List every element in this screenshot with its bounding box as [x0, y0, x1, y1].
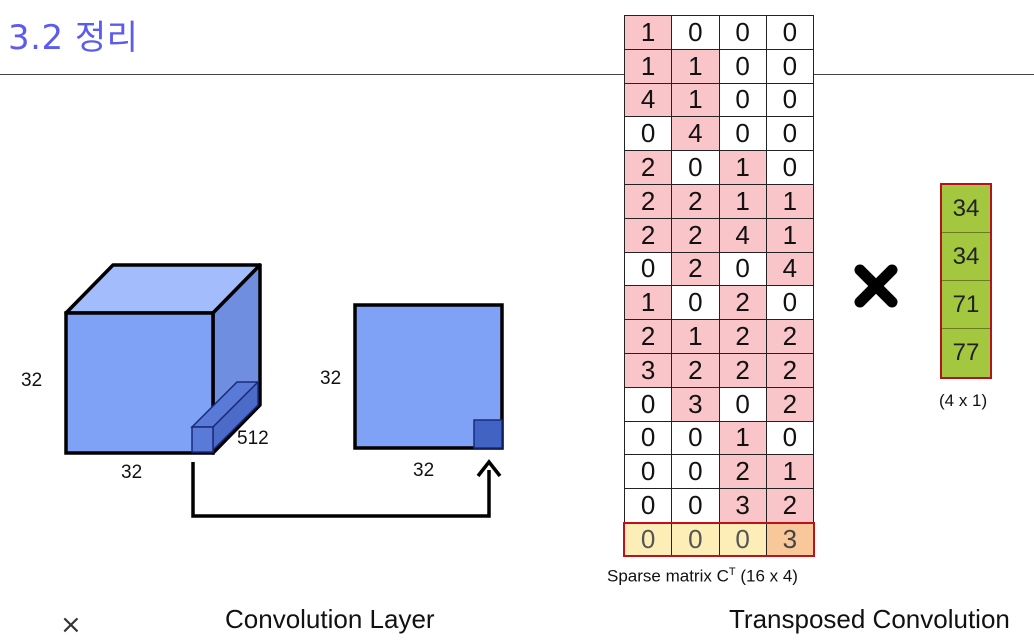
matrix-cell: 0: [625, 455, 673, 490]
matrix-cell: 0: [625, 252, 673, 287]
close-icon[interactable]: ×: [60, 610, 82, 640]
matrix-cell: 3: [625, 353, 673, 388]
matrix-cell: 3: [766, 522, 814, 557]
cube-height-label: 32: [21, 370, 43, 391]
matrix-cell: 0: [672, 16, 720, 50]
matrix-cell: 0: [719, 252, 767, 287]
matrix-cell: 2: [766, 387, 814, 422]
matrix-cell: 1: [625, 286, 673, 321]
vector-cell: 34: [942, 185, 990, 233]
matrix-cell: 1: [672, 49, 720, 84]
matrix-cell: 0: [766, 83, 814, 118]
heavy-multiplication-x-icon: [854, 264, 898, 308]
vector-size-label: (4 x 1): [939, 391, 988, 410]
matrix-cell: 0: [625, 387, 673, 422]
matrix-cell: 0: [719, 522, 767, 557]
matrix-cell: 0: [719, 83, 767, 118]
matrix-cell: 2: [672, 252, 720, 287]
matrix-cell: 4: [625, 83, 673, 118]
caption-transposed-convolution: Transposed Convolution: [729, 604, 1010, 634]
matrix-cell: 0: [625, 421, 673, 456]
matrix-cell: 0: [625, 489, 673, 523]
page-title: 3.2 정리: [8, 18, 139, 58]
matrix-cell: 1: [672, 320, 720, 354]
matrix-cell: 0: [719, 387, 767, 422]
cube-front-face: [64, 311, 215, 455]
kernel-column-front: [191, 426, 214, 453]
matrix-cell: 1: [719, 421, 767, 456]
matrix-cell: 0: [719, 16, 767, 50]
matrix-cell: 2: [672, 184, 720, 219]
matrix-cell: 2: [719, 320, 767, 354]
vector-cell: 34: [942, 233, 990, 281]
matrix-cell: 2: [766, 320, 814, 354]
vector-cell: 71: [942, 281, 990, 329]
matrix-cell: 2: [672, 353, 720, 388]
matrix-cell: 1: [766, 218, 814, 253]
matrix-cell: 2: [719, 455, 767, 490]
matrix-label: Sparse matrix CT (16 x 4): [607, 566, 798, 586]
matrix-cell: 0: [672, 421, 720, 456]
matrix-cell: 0: [672, 455, 720, 490]
matrix-cell: 1: [625, 16, 673, 50]
matrix-cell: 0: [766, 16, 814, 50]
matrix-cell: 2: [625, 184, 673, 219]
cube-width-label: 32: [121, 462, 143, 483]
matrix-cell: 0: [672, 151, 720, 185]
caption-convolution-layer: Convolution Layer: [225, 604, 435, 634]
matrix-cell: 2: [672, 218, 720, 253]
vector-cell: 77: [942, 329, 990, 377]
matrix-cell: 1: [766, 455, 814, 490]
matrix-cell: 2: [766, 489, 814, 523]
matrix-cell: 1: [672, 83, 720, 118]
matrix-cell: 0: [766, 421, 814, 456]
matrix-cell: 0: [766, 286, 814, 321]
matrix-cell: 0: [625, 117, 673, 152]
title-divider: [0, 74, 1034, 75]
matrix-cell: 1: [719, 184, 767, 219]
matrix-cell: 1: [719, 151, 767, 185]
square-width-label: 32: [413, 460, 435, 481]
matrix-cell: 2: [625, 151, 673, 185]
convolution-diagram: [64, 263, 504, 518]
matrix-cell: 4: [719, 218, 767, 253]
matrix-cell: 0: [719, 49, 767, 84]
mapping-arrow: [191, 462, 491, 518]
cube-depth-label: 512: [237, 428, 269, 449]
matrix-cell: 2: [625, 320, 673, 354]
matrix-cell: 0: [625, 522, 673, 557]
matrix-cell: 0: [672, 286, 720, 321]
matrix-cell: 2: [766, 353, 814, 388]
matrix-cell: 0: [672, 489, 720, 523]
arrow-head: [476, 459, 502, 478]
matrix-cell: 1: [625, 49, 673, 84]
square-height-label: 32: [320, 368, 342, 389]
matrix-cell: 4: [766, 252, 814, 287]
matrix-cell: 1: [766, 184, 814, 219]
matrix-cell: 0: [766, 117, 814, 152]
matrix-cell: 4: [672, 117, 720, 152]
matrix-cell: 0: [766, 151, 814, 185]
matrix-cell: 2: [625, 218, 673, 253]
matrix-cell: 0: [766, 49, 814, 84]
output-pixel: [473, 419, 503, 449]
matrix-cell: 2: [719, 286, 767, 321]
matrix-cell: 3: [672, 387, 720, 422]
matrix-cell: 0: [672, 522, 720, 557]
matrix-cell: 3: [719, 489, 767, 523]
matrix-cell: 2: [719, 353, 767, 388]
matrix-cell: 0: [719, 117, 767, 152]
